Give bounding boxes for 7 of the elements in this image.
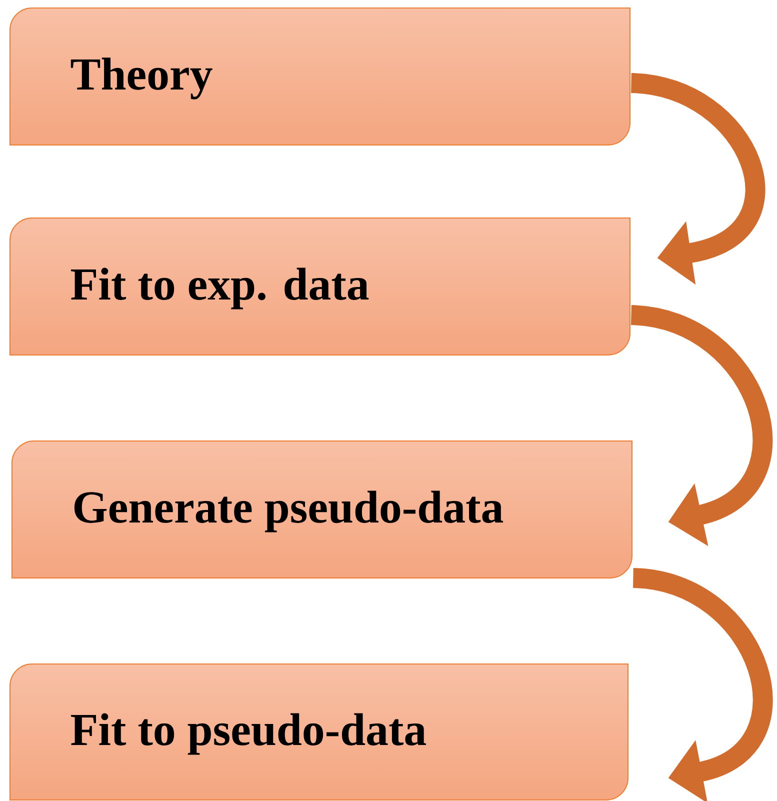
process-box: Fit to exp. data bbox=[10, 218, 630, 356]
curved-arrow bbox=[630, 305, 772, 546]
curved-arrow bbox=[630, 73, 765, 285]
curved-arrow bbox=[632, 568, 772, 801]
process-box: Generate pseudo-data bbox=[12, 440, 632, 578]
process-box: Theory bbox=[10, 8, 630, 146]
process-box: Fit to pseudo-data bbox=[10, 664, 628, 800]
